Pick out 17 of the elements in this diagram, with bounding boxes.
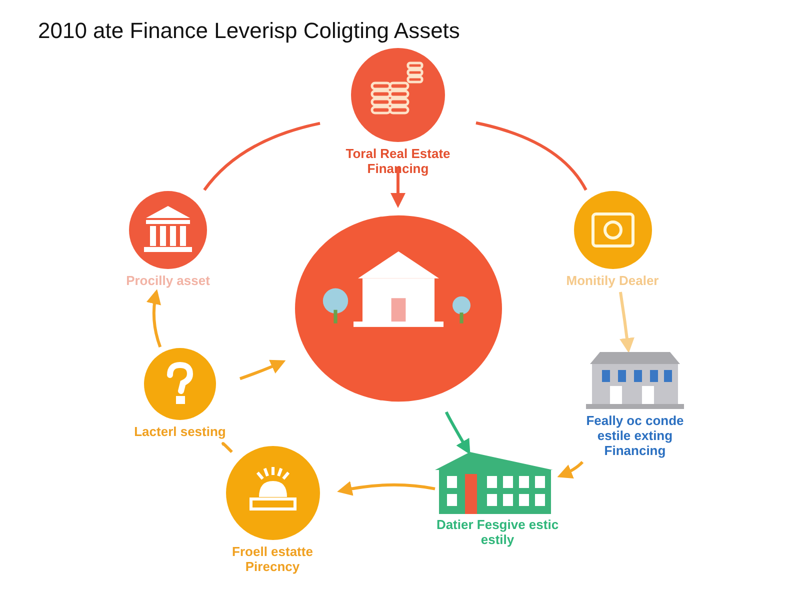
arrow [618,292,634,353]
arrow [557,460,584,478]
connector-line [203,122,320,191]
arrow [390,167,406,208]
node-label: Feally oc conde estile exting Financing [585,413,685,458]
node-label: Datier Fesgive estic estily [435,517,560,547]
node-label: Procilly asset [126,273,210,288]
title: 2010 ate Finance Leverisp Coligting Assets [38,17,460,45]
connector-line [222,442,233,454]
arrow [444,411,470,455]
arrow [240,360,286,380]
node-label: Lacterl sesting [134,424,226,439]
node-label: Monitily Dealer [566,273,659,288]
arrow [146,289,162,348]
connector-line [476,121,588,191]
arrow [337,481,436,496]
node-label: Froell estatte Pirecncy [231,544,314,574]
